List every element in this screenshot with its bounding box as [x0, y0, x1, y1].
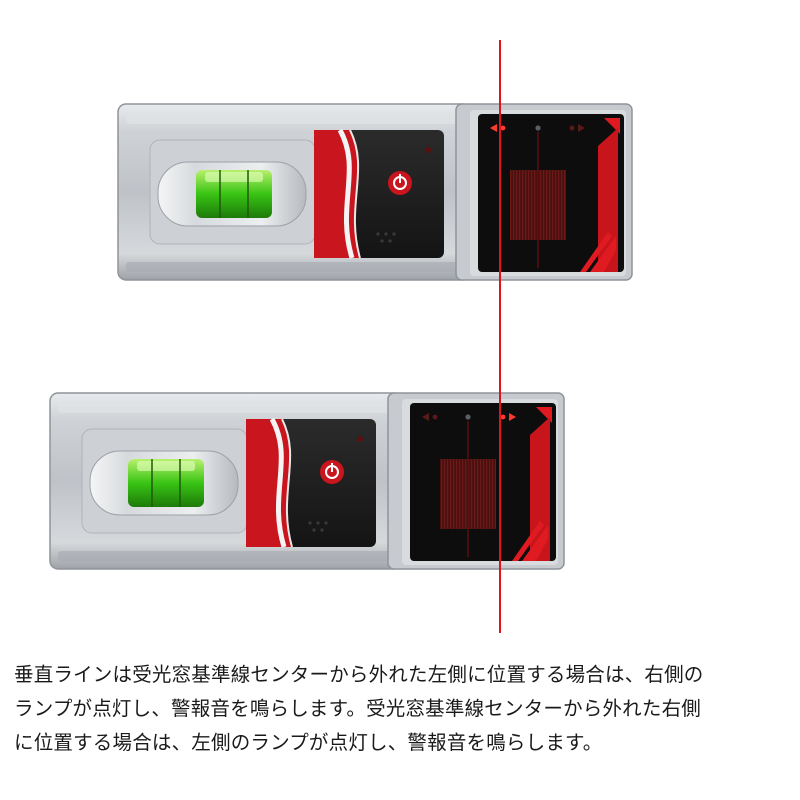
level-vial: [157, 161, 307, 227]
caption-line: 垂直ラインは受光窓基準線センターから外れた左側に位置する場合は、右側の: [14, 663, 704, 686]
product-illustration: [49, 40, 633, 633]
receiver-window: [478, 114, 624, 272]
caption-line: に位置する場合は、左側のランプが点灯し、警報音を鳴らします。: [14, 731, 603, 754]
caption: 垂直ラインは受光窓基準線センターから外れた左側に位置する場合は、右側の ランプが…: [14, 658, 790, 760]
power-button-icon[interactable]: [388, 171, 412, 195]
device-bottom: [49, 392, 565, 570]
control-panel: [246, 417, 376, 548]
status-led-icon: [425, 147, 431, 153]
left-indicator-icon: [422, 413, 429, 421]
caption-line: ランプが点灯し、警報音を鳴らします。受光窓基準線センターから外れた右側: [14, 697, 701, 720]
speaker-grille-icon: [308, 521, 328, 532]
control-panel: [314, 128, 444, 259]
right-indicator-icon: [578, 124, 585, 132]
center-indicator-icon: [535, 125, 541, 131]
status-led-icon: [357, 436, 363, 442]
level-vial: [89, 450, 239, 516]
right-indicator-icon: [509, 413, 516, 421]
speaker-grille-icon: [376, 232, 396, 243]
power-button-icon[interactable]: [320, 460, 344, 484]
device-top: [117, 103, 633, 281]
center-indicator-icon: [465, 414, 471, 420]
left-indicator-icon: [490, 124, 497, 132]
receiver-window: [410, 403, 556, 561]
